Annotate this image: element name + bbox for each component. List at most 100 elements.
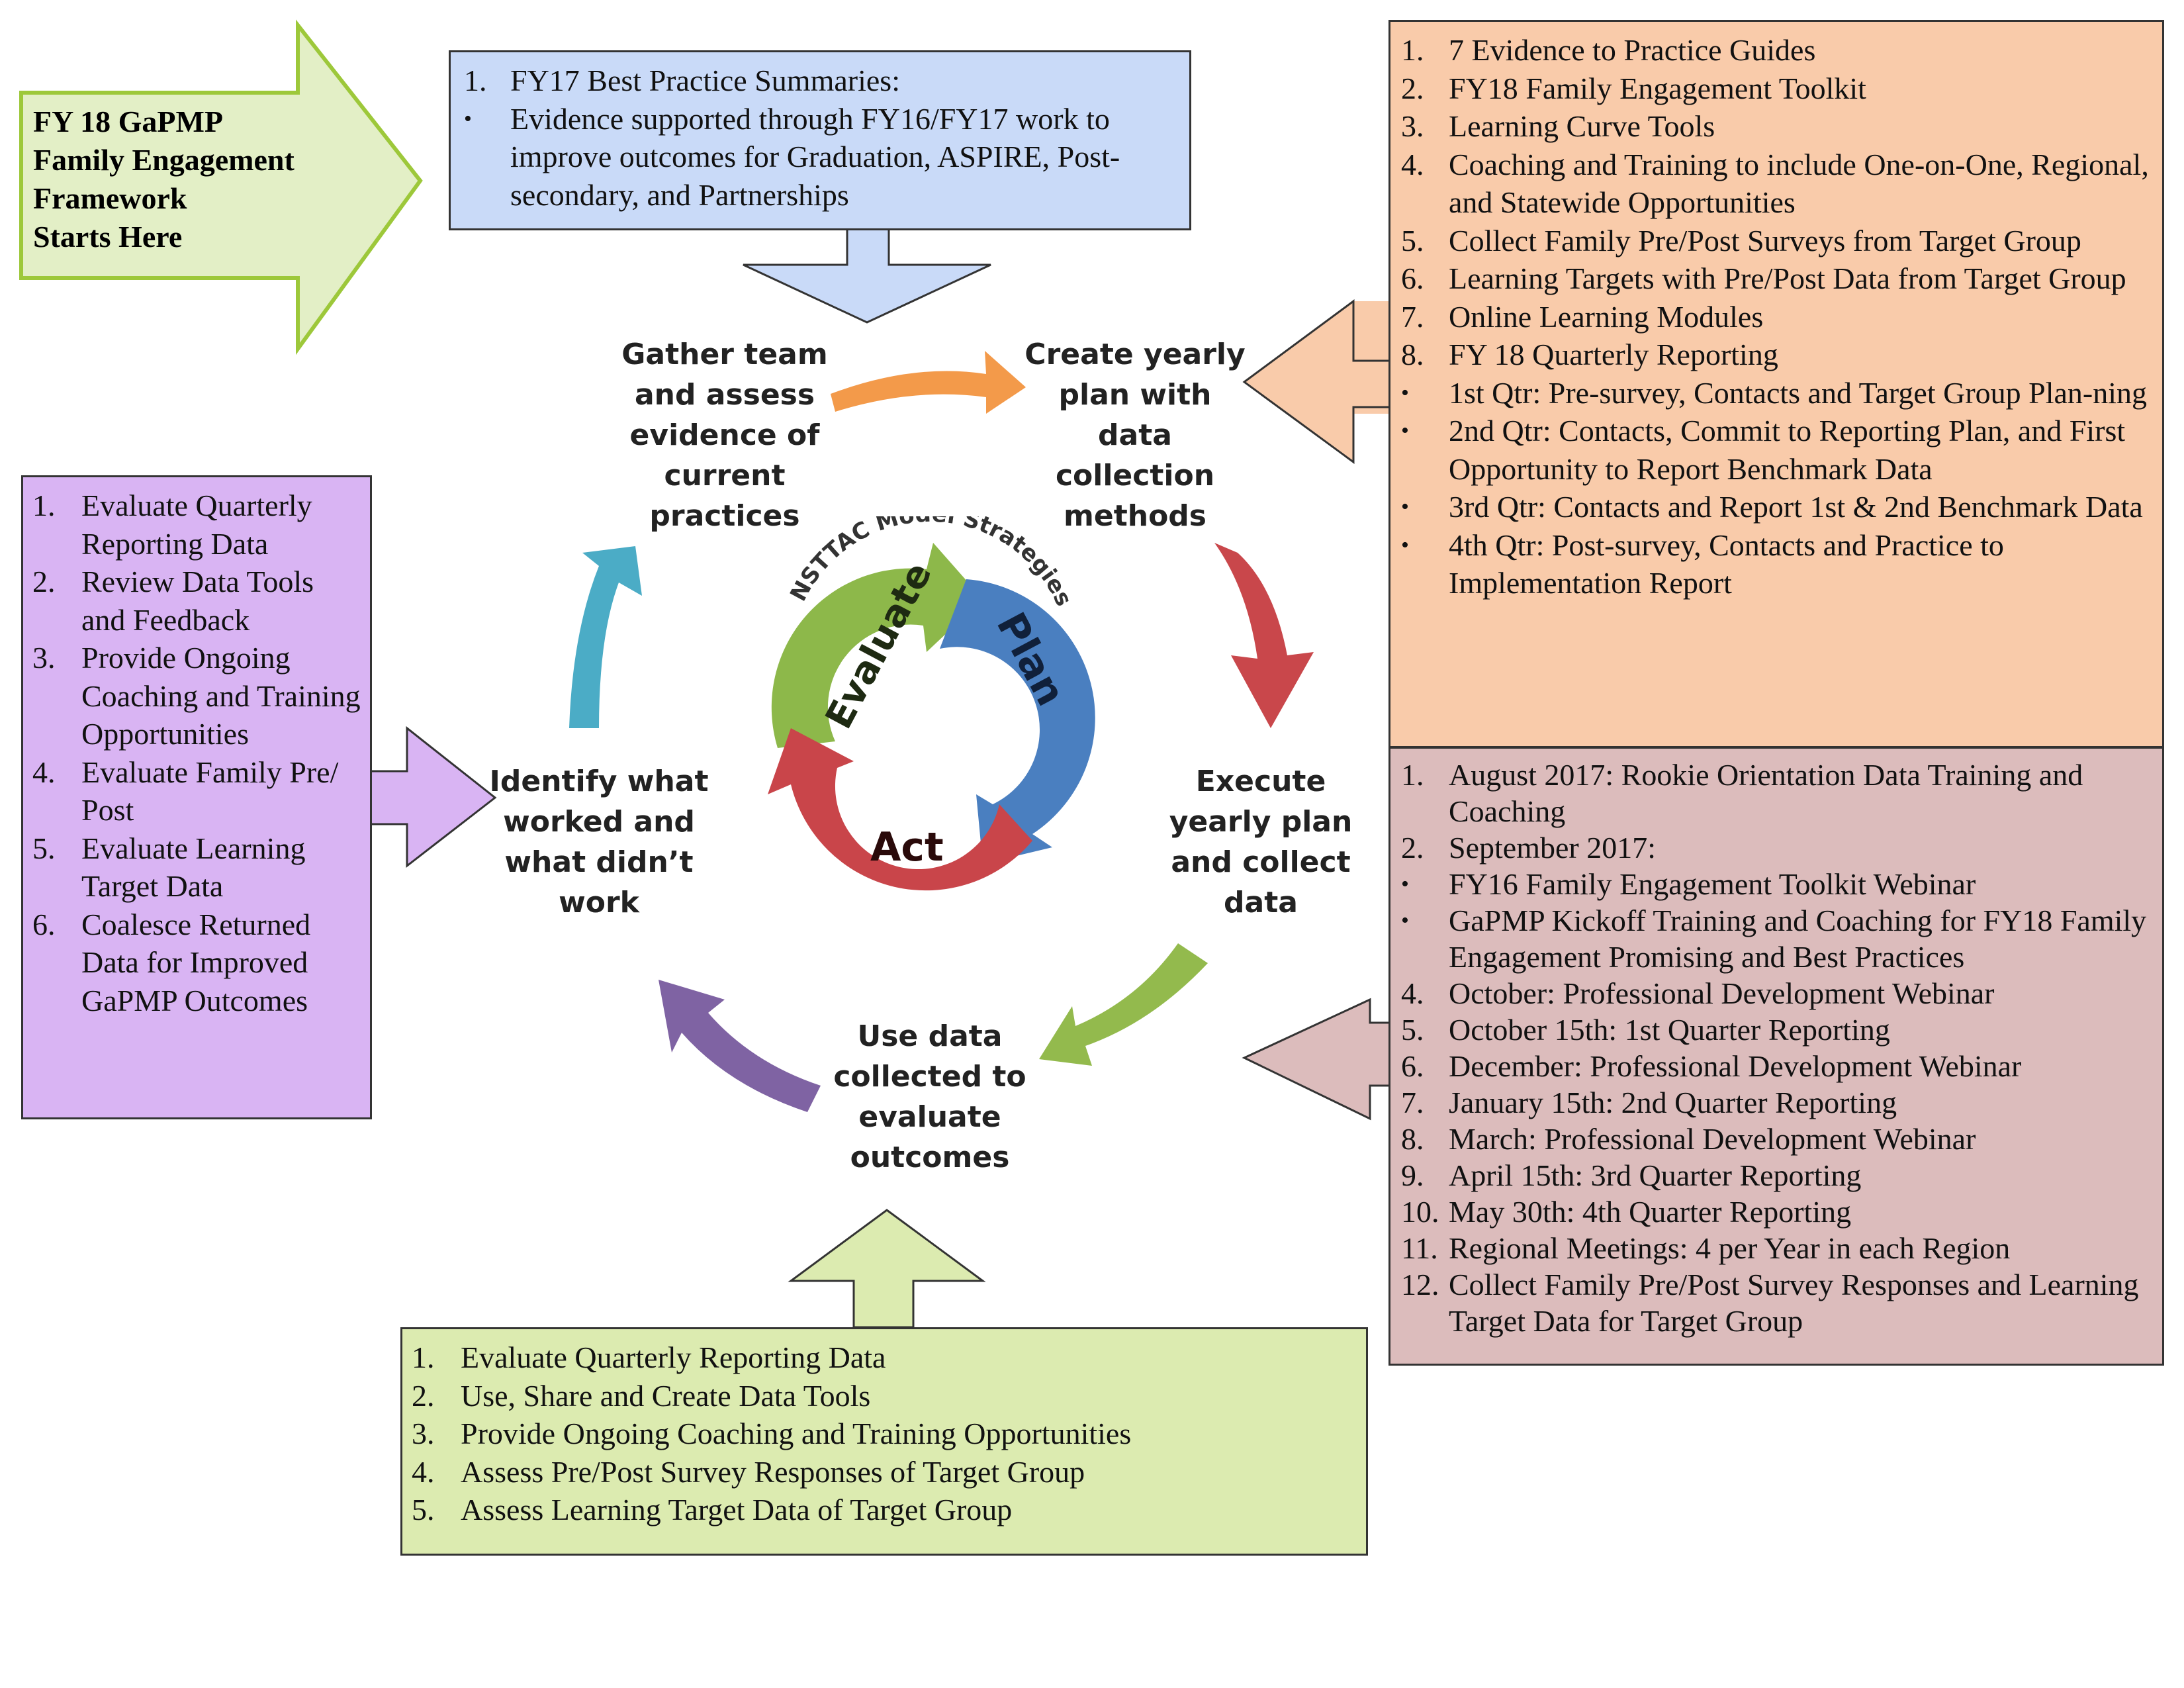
- item-marker: 4.: [1401, 147, 1424, 181]
- peach-arrow-outline: [1242, 299, 1391, 464]
- item-marker: 9.: [1401, 1158, 1424, 1192]
- list-item: 12. Collect Family Pre/Post Survey Respo…: [1401, 1266, 2153, 1339]
- item-text: 2nd Qtr: Contacts, Commit to Reporting P…: [1449, 414, 2126, 486]
- stage-line: practices: [649, 499, 800, 533]
- list-item: 5.October 15th: 1st Quarter Reporting: [1401, 1011, 2153, 1048]
- item-marker: 1.: [464, 64, 487, 97]
- item-text: April 15th: 3rd Quarter Reporting: [1449, 1158, 1862, 1192]
- item-marker: 5.: [32, 831, 56, 865]
- list-item: 5.Assess Learning Target Data of Target …: [412, 1491, 1357, 1529]
- item-marker: 1.: [1401, 758, 1424, 792]
- wheel-segment-evaluate: [771, 543, 983, 748]
- item-marker: 8.: [1401, 1122, 1424, 1156]
- item-bullet: •: [1401, 532, 1409, 557]
- wheel-title: NSTTAC Model Strategies: [785, 516, 1077, 610]
- wheel-segment-act: [768, 728, 1032, 891]
- item-text: August 2017: Rookie Orientation Data Tra…: [1449, 758, 2083, 828]
- item-text: Coaching and Training to include One-on-…: [1449, 147, 2149, 220]
- stage-line: collected to: [833, 1060, 1026, 1094]
- list-item: 5.Collect Family Pre/Post Surveys from T…: [1401, 222, 2153, 260]
- list-item: 1.7 Evidence to Practice Guides: [1401, 31, 2153, 70]
- item-bullet: •: [1401, 494, 1409, 519]
- assess-box: 1. Evaluate Quarterly Reporting Data 2.Us…: [400, 1327, 1368, 1556]
- item-marker: 7.: [1401, 1086, 1424, 1119]
- item-text: Provide Ongoing Coaching and Training Op…: [461, 1417, 1132, 1450]
- item-bullet: •: [1401, 872, 1409, 896]
- item-bullet: •: [1401, 418, 1409, 443]
- stage-line: and collect: [1171, 845, 1351, 879]
- wheel-title-text: NSTTAC Model Strategies: [785, 516, 1077, 610]
- item-marker: 4.: [32, 755, 56, 789]
- stage-line: worked and: [503, 805, 695, 839]
- item-marker: 4.: [412, 1454, 435, 1489]
- stage-line: methods: [1064, 499, 1206, 533]
- stage-line: current: [664, 459, 786, 492]
- list-item: 8.FY 18 Quarterly Reporting: [1401, 336, 2153, 374]
- cycle-arrow-green: [1039, 943, 1208, 1066]
- item-marker: 1.: [412, 1340, 435, 1374]
- stage-line: Identify what: [489, 765, 709, 798]
- resources-box: 1.7 Evidence to Practice Guides 2. FY18 F…: [1388, 20, 2164, 748]
- item-text: FY16 Family Engagement Toolkit Webinar: [1449, 867, 1976, 901]
- item-text: 3rd Qtr: Contacts and Report 1st & 2nd B…: [1449, 490, 2143, 524]
- item-marker: 11.: [1401, 1231, 1438, 1265]
- item-marker: 2.: [1401, 71, 1424, 105]
- item-marker: 3.: [412, 1417, 435, 1450]
- item-text: Evaluate Quarterly Reporting Data: [461, 1340, 886, 1374]
- item-marker: 12.: [1401, 1268, 1439, 1301]
- item-marker: 5.: [1401, 223, 1424, 258]
- list-item: 1. Evaluate Quarterly Reporting Data: [412, 1338, 1357, 1377]
- mauve-left-arrow: [1242, 998, 1391, 1121]
- item-text: Evaluate Quarterly Reporting Data: [81, 489, 312, 561]
- stage-line: work: [559, 886, 639, 919]
- item-text: Evidence supported through FY16/FY17 wor…: [510, 101, 1120, 212]
- stage-identify: Identify what worked and what didn’t wor…: [463, 761, 735, 923]
- item-marker: 7.: [1401, 299, 1424, 334]
- item-text: Learning Targets with Pre/Post Data from…: [1449, 261, 2126, 295]
- item-text: GaPMP Kickoff Training and Coaching for …: [1449, 904, 2147, 974]
- list-item: 3. Provide Ongoing Coaching and Training …: [412, 1415, 1357, 1453]
- item-text: Evaluate Family Pre/ Post: [81, 755, 339, 827]
- stage-line: yearly plan: [1169, 805, 1353, 839]
- item-text: Evaluate Learning Target Data: [81, 831, 306, 904]
- list-item: •1st Qtr: Pre-survey, Contacts and Targe…: [1401, 374, 2153, 412]
- item-marker: 3.: [32, 641, 56, 675]
- center-wheel: [768, 543, 1095, 891]
- list-item: 1. August 2017: Rookie Orientation Data T…: [1401, 757, 2153, 829]
- list-item: 4. Assess Pre/Post Survey Responses of Ta…: [412, 1453, 1357, 1491]
- list-item: 6.Coalesce Returned Data for Improved Ga…: [32, 906, 363, 1020]
- center-wheel-labels: NSTTAC Model Strategies Evaluate Plan Ac…: [785, 516, 1077, 870]
- item-text: December: Professional Development Webin…: [1449, 1049, 2022, 1083]
- cycle-arrow-teal: [569, 546, 642, 728]
- item-marker: 6.: [32, 907, 56, 941]
- stage-gather: Gather team and assess evidence of curre…: [589, 334, 860, 536]
- stage-execute: Execute yearly plan and collect data: [1132, 761, 1390, 923]
- list-item: 1. FY17 Best Practice Summaries:: [464, 62, 1176, 100]
- item-marker: 3.: [1401, 109, 1424, 143]
- item-text: Collect Family Pre/Post Survey Responses…: [1449, 1268, 2139, 1338]
- item-text: May 30th: 4th Quarter Reporting: [1449, 1195, 1852, 1229]
- list-item: 11. Regional Meetings: 4 per Year in eac…: [1401, 1230, 2153, 1266]
- list-item: • FY16 Family Engagement Toolkit Webinar: [1401, 866, 2153, 902]
- item-text: October 15th: 1st Quarter Reporting: [1449, 1013, 1890, 1047]
- item-marker: 4.: [1401, 976, 1424, 1010]
- item-text: Assess Pre/Post Survey Responses of Targ…: [461, 1454, 1085, 1489]
- list-item: 6.December: Professional Development Web…: [1401, 1048, 2153, 1084]
- item-text: October: Professional Development Webina…: [1449, 976, 1995, 1010]
- list-item: 2.Use, Share and Create Data Tools: [412, 1377, 1357, 1415]
- list-item: 5. Evaluate Learning Target Data: [32, 829, 363, 906]
- list-item: 4. October: Professional Development Webi…: [1401, 975, 2153, 1011]
- item-text: Online Learning Modules: [1449, 299, 1764, 334]
- item-text: Use, Share and Create Data Tools: [461, 1378, 871, 1413]
- list-item: 4. Coaching and Training to include One-o…: [1401, 146, 2153, 222]
- list-item: 7. Online Learning Modules: [1401, 298, 2153, 336]
- item-text: Regional Meetings: 4 per Year in each Re…: [1449, 1231, 2011, 1265]
- item-text: March: Professional Development Webinar: [1449, 1122, 1976, 1156]
- start-here-label: FY 18 GaPMP Family Engagement Framework …: [33, 103, 295, 256]
- list-item: 1.Evaluate Quarterly Reporting Data: [32, 487, 363, 563]
- start-line: Starts Here: [33, 220, 183, 254]
- item-text: FY18 Family Engagement Toolkit: [1449, 71, 1866, 105]
- stage-line: Gather team: [621, 338, 828, 371]
- list-item: 9. April 15th: 3rd Quarter Reporting: [1401, 1157, 2153, 1194]
